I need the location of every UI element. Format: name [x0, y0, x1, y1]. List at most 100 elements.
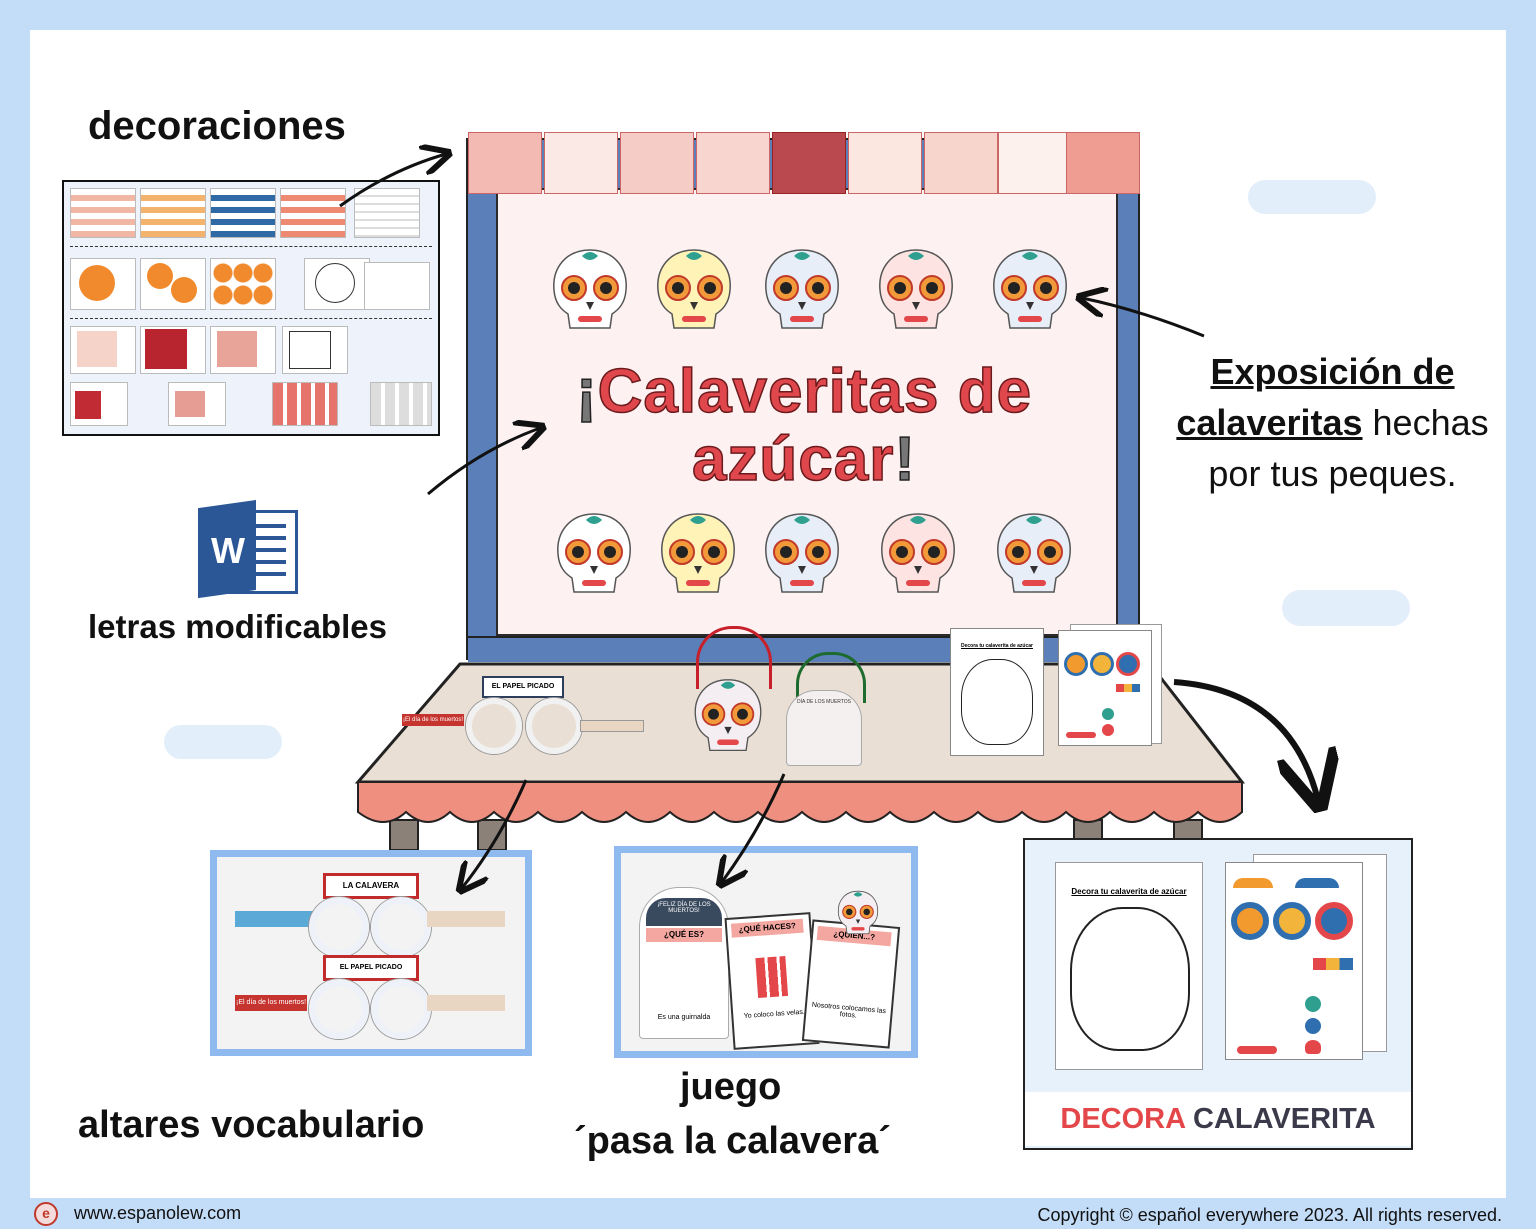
papel-picado-flag	[848, 132, 922, 194]
juego-label: juego	[680, 1066, 782, 1108]
altar-lens	[309, 979, 369, 1039]
cloud-decoration	[1248, 180, 1376, 214]
garland-thumbnail	[70, 188, 136, 238]
papel-picado-set-thumbnail	[70, 382, 128, 426]
game-card-text: Es una guirnalda	[657, 1014, 711, 1021]
pasa-la-calavera-label: ´pasa la calavera´	[574, 1120, 891, 1162]
papel-picado-set-thumbnail	[272, 382, 338, 426]
cloud-decoration	[1282, 590, 1410, 626]
papel-picado-flag	[544, 132, 618, 194]
garland-thumbnail	[280, 188, 346, 238]
glasses-banner: ¡El día de los muertos!	[402, 714, 464, 726]
altar-lens	[371, 897, 431, 957]
papel-picado-set-thumbnail	[168, 382, 226, 426]
exposicion-rest: hechas	[1362, 402, 1489, 443]
papel-picado-thumbnail	[70, 326, 136, 374]
glasses-lens	[466, 698, 522, 754]
decora-banner: DECORA CALAVERITA	[1025, 1092, 1411, 1146]
bag-card-sign: DÍA DE LOS MUERTOS	[797, 699, 851, 705]
worksheet-preview: Decora tu calaverita de azúcar	[950, 628, 1044, 756]
marigold-thumbnail	[70, 258, 136, 310]
decora-worksheet-title: Decora tu calaverita de azúcar	[1071, 887, 1187, 896]
stickers-sheet	[1056, 622, 1162, 746]
garland-thumbnail	[210, 188, 276, 238]
garland-thumbnail	[354, 188, 420, 238]
sugar-skull-icon	[656, 249, 732, 329]
papel-picado-flag	[924, 132, 998, 194]
game-card-title: ¿QUÉ HACES?	[730, 918, 804, 938]
juego-photo: ¡FELIZ DÍA DE LOS MUERTOS! ¿QUÉ ES? Es u…	[614, 846, 918, 1058]
papel-picado-flag	[998, 132, 1072, 194]
sugar-skull-icon	[996, 513, 1072, 593]
altar-arm-blue	[235, 911, 315, 927]
sugar-skull-icon	[837, 890, 879, 935]
board-title: ¡Calaveritas de azúcar!	[496, 357, 1112, 495]
glasses-arm	[580, 720, 644, 732]
title-line2: azúcar	[691, 425, 895, 495]
skull-bag-front	[694, 678, 762, 752]
marigold-thumbnail	[140, 258, 206, 310]
bag-card: DÍA DE LOS MUERTOS	[786, 690, 862, 766]
altar-sign: LA CALAVERA	[323, 873, 419, 899]
papel-picado-flag	[772, 132, 846, 194]
bag-handle	[696, 626, 772, 689]
face-outline	[961, 659, 1033, 745]
exposicion-underlined-2: calaveritas	[1176, 402, 1363, 443]
garland-thumbnail	[140, 188, 206, 238]
decoraciones-label: decoraciones	[88, 104, 346, 148]
game-card-text: Nosotros colocamos las fotos.	[811, 1001, 887, 1020]
decora-calaverita-panel: Decora tu calaverita de azúcar DECORA CA…	[1023, 838, 1413, 1150]
papel-picado-flag	[620, 132, 694, 194]
altar-sign: EL PAPEL PICADO	[323, 955, 419, 981]
skull-bag-craft: DÍA DE LOS MUERTOS	[690, 626, 870, 766]
footer-website[interactable]: www.espanolew.com	[74, 1203, 242, 1223]
papel-picado-thumbnail	[282, 326, 348, 374]
papel-picado-thumbnail	[210, 326, 276, 374]
altar-arm-beige	[427, 911, 505, 927]
title-close-mark: !	[894, 425, 917, 495]
sugar-skull-icon	[878, 249, 954, 329]
sugar-skull-icon	[552, 249, 628, 329]
exposicion-underlined-1: Exposición de	[1210, 351, 1455, 392]
decora-banner-red: DECORA	[1060, 1103, 1185, 1135]
footer: e www.espanolew.com Copyright © español …	[0, 1198, 1536, 1229]
title-open-mark: ¡	[575, 357, 598, 427]
exposicion-caption: Exposición de calaveritas hechas por tus…	[1160, 346, 1505, 499]
espanol-everywhere-logo-icon: e	[34, 1202, 58, 1226]
decoraciones-preview	[62, 180, 440, 436]
papel-picado-flag	[468, 132, 542, 194]
papel-picado-flag	[696, 132, 770, 194]
bag-handle	[796, 652, 866, 703]
papel-picado-thumbnail	[140, 326, 206, 374]
game-card-text: Yo coloco las velas.	[743, 1008, 806, 1021]
game-card-title: ¿QUÉ ES?	[646, 928, 722, 942]
title-line1: Calaveritas de	[597, 357, 1033, 427]
candles-illustration	[755, 956, 789, 999]
sugar-skull-icon	[556, 513, 632, 593]
face-outline	[1070, 907, 1190, 1051]
sugar-skull-icon	[764, 513, 840, 593]
game-card: ¿QUIÉN...? Nosotros colocamos las fotos.	[801, 919, 901, 1049]
papel-picado-flag	[1066, 132, 1140, 194]
divider	[70, 318, 432, 319]
altar-lens	[371, 979, 431, 1039]
microsoft-word-icon: W	[196, 499, 298, 599]
game-card-header: ¡FELIZ DÍA DE LOS MUERTOS!	[646, 898, 722, 926]
sugar-skull-icon	[992, 249, 1068, 329]
game-card: ¡FELIZ DÍA DE LOS MUERTOS! ¿QUÉ ES? Es u…	[639, 887, 729, 1039]
altares-photo: LA CALAVERA EL PAPEL PICADO ¡El día de l…	[210, 850, 532, 1056]
altares-vocabulario-label: altares vocabulario	[78, 1104, 425, 1146]
marigold-outline-thumbnail	[304, 258, 370, 310]
marigold-outline-thumbnail	[364, 262, 430, 310]
vocabulary-glasses-craft: EL PAPEL PICADO ¡El día de los muertos!	[400, 676, 650, 766]
worksheet-title: Decora tu calaverita de azúcar	[961, 643, 1033, 649]
decora-worksheet: Decora tu calaverita de azúcar	[1055, 862, 1203, 1070]
marigold-thumbnail	[210, 258, 276, 310]
footer-copyright: Copyright © español everywhere 2023. All…	[1037, 1205, 1502, 1225]
altar-lens	[309, 897, 369, 957]
decora-stickers	[1225, 854, 1387, 1060]
sugar-skull-icon	[880, 513, 956, 593]
sugar-skull-icon	[660, 513, 736, 593]
altar-arm-beige	[427, 995, 505, 1011]
altar-banner: ¡El día de los muertos!	[235, 995, 307, 1011]
